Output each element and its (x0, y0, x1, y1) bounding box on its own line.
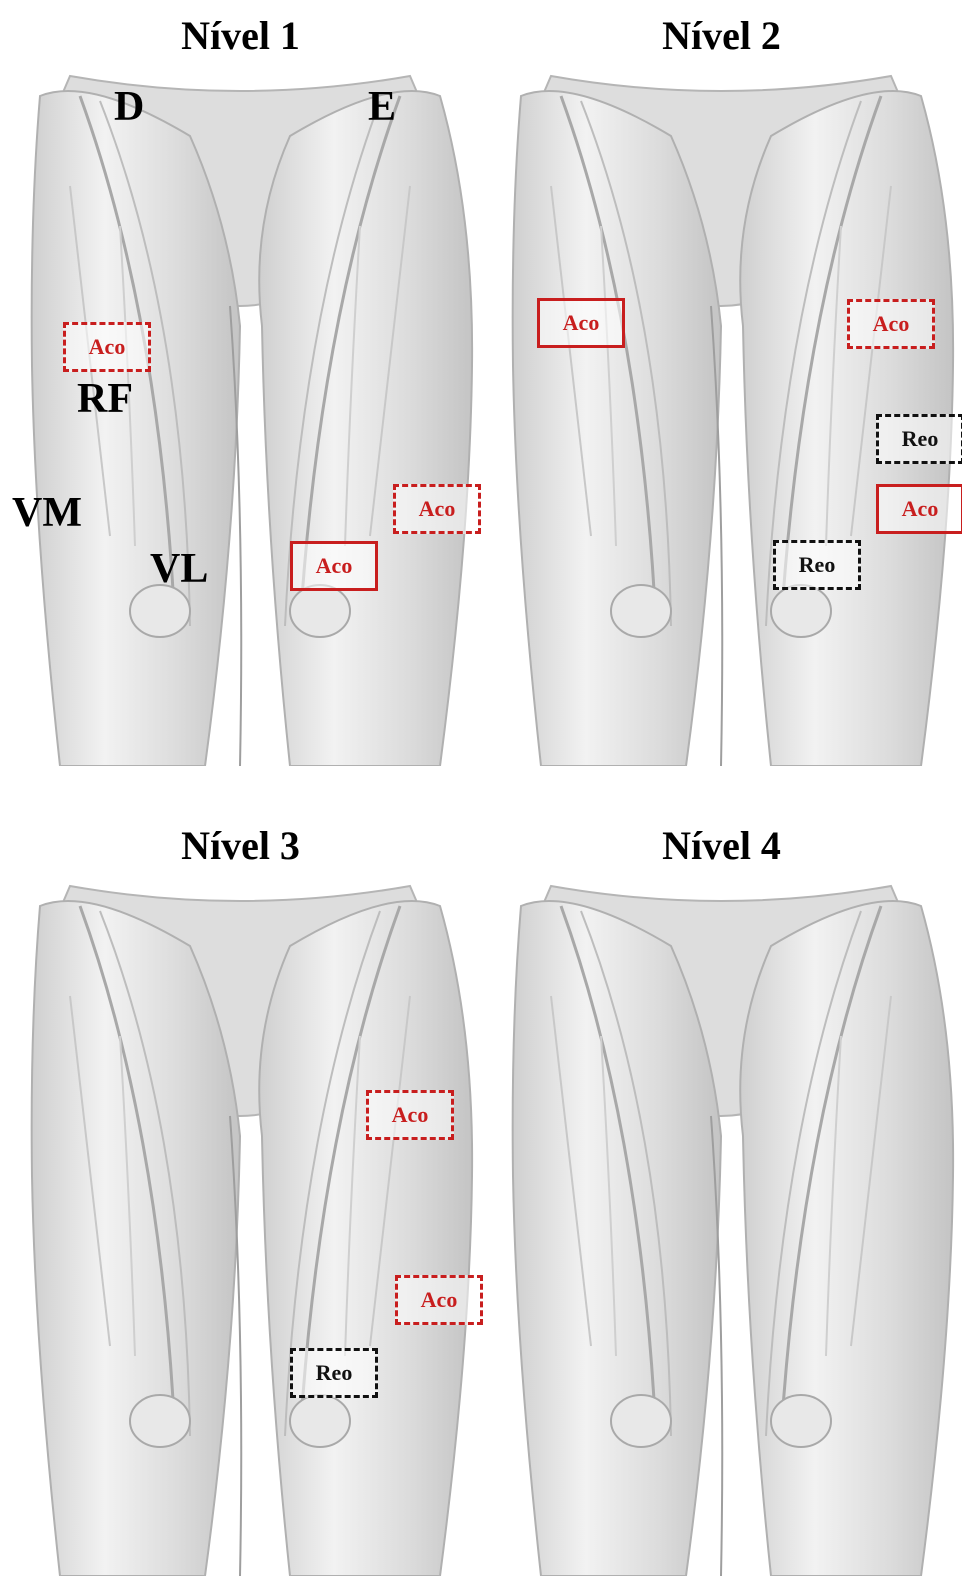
activation-box: Aco (393, 484, 481, 534)
response-box: Reo (773, 540, 861, 590)
muscle-label-vastus-medialis: VM (12, 492, 82, 534)
thigh-muscles-illustration (481, 876, 962, 1576)
panel-title: Nível 4 (481, 816, 962, 876)
response-box: Reo (290, 1348, 378, 1398)
activation-box: Aco (290, 541, 378, 591)
side-label-left: E (368, 86, 396, 128)
muscle-label-rectus-femoris: RF (77, 378, 133, 420)
panel-title: Nível 1 (0, 6, 481, 66)
activation-box: Aco (876, 484, 962, 534)
muscle-label-vastus-lateralis: VL (150, 548, 208, 590)
panel-level-3: Nível 3 Aco Aco Reo (0, 810, 481, 1596)
thigh-muscles-illustration (0, 66, 481, 766)
activation-box: Aco (395, 1275, 483, 1325)
panel-level-1: Nível 1 D E Aco RF VM VL Aco Aco (0, 0, 481, 786)
thigh-muscles-illustration (0, 876, 481, 1576)
activation-box: Aco (537, 298, 625, 348)
panel-level-2: Nível 2 Aco Aco Reo Aco Reo (481, 0, 962, 786)
activation-box: Aco (847, 299, 935, 349)
response-box: Reo (876, 414, 962, 464)
panel-level-4: Nível 4 (481, 810, 962, 1596)
activation-box: Aco (366, 1090, 454, 1140)
activation-box: Aco (63, 322, 151, 372)
side-label-right: D (114, 86, 144, 128)
panel-title: Nível 3 (0, 816, 481, 876)
panel-title: Nível 2 (481, 6, 962, 66)
